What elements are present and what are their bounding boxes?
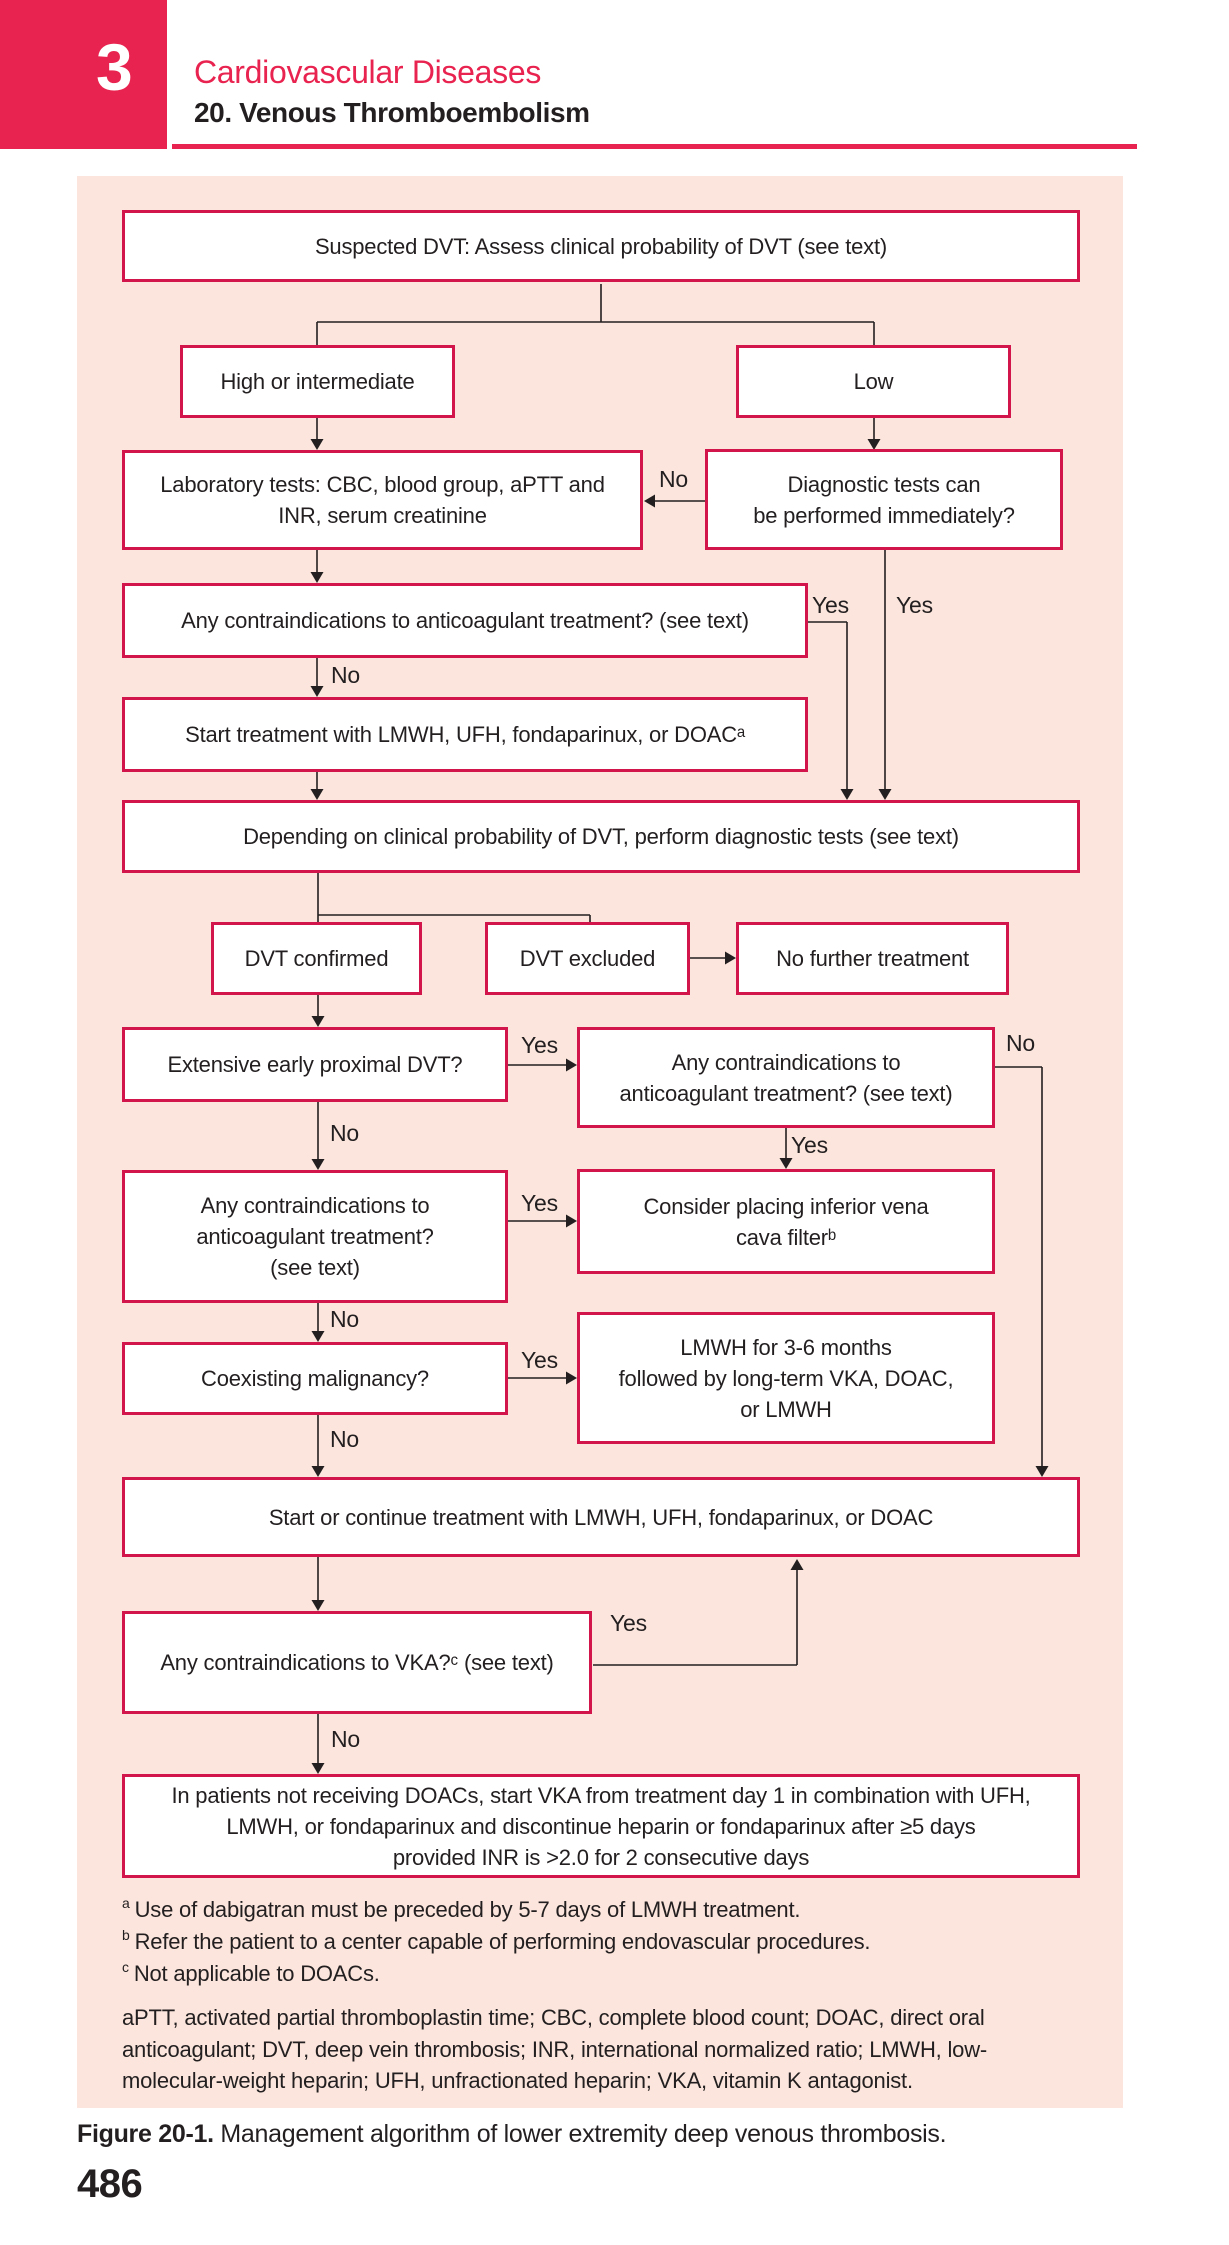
node-contraindications-anticoagulant-1: Any contraindications to anticoagulant t… [122, 583, 808, 658]
caption-text: Management algorithm of lower extremity … [213, 2120, 947, 2148]
edge-label-yes-contra3: Yes [521, 1190, 558, 1216]
edge-label-no-malignancy: No [330, 1426, 360, 1452]
footnote-c-text: Not applicable to DOACs. [133, 1961, 380, 1986]
abbreviation-list: aPTT, activated partial thromboplastin t… [122, 2005, 988, 2093]
edge-label-yes-contra1: Yes [812, 592, 849, 618]
node-start-treatment: Start treatment with LMWH, UFH, fondapar… [122, 697, 808, 772]
node-coexisting-malignancy: Coexisting malignancy? [122, 1342, 508, 1415]
chapter-number: 3 [96, 30, 133, 104]
figure-caption: Figure 20-1. Management algorithm of low… [77, 2120, 947, 2149]
footnote-a-marker: a [122, 1895, 130, 1911]
footnote-b-marker: b [122, 1927, 130, 1943]
node-dvt-excluded: DVT excluded [485, 922, 690, 995]
node-start-vka-final: In patients not receiving DOACs, start V… [122, 1774, 1080, 1878]
edge-label-no-contra3: No [330, 1306, 360, 1332]
header-rule [172, 144, 1137, 149]
page-number: 486 [77, 2162, 143, 2206]
node-extensive-proximal-dvt: Extensive early proximal DVT? [122, 1027, 508, 1102]
chapter-number-badge [0, 0, 167, 149]
edge-label-yes-malignancy: Yes [521, 1347, 558, 1373]
caption-label: Figure 20-1. [77, 2120, 214, 2148]
footnote-a-text: Use of dabigatran must be preceded by 5-… [134, 1897, 801, 1922]
node-dvt-confirmed: DVT confirmed [211, 922, 422, 995]
node-contraindications-anticoagulant-3: Any contraindications to anticoagulant t… [122, 1170, 508, 1303]
node-contraindications-vka: Any contraindications to VKA?ᶜ (see text… [122, 1611, 592, 1714]
node-high-or-intermediate: High or intermediate [180, 345, 455, 418]
edge-label-yes-contra2: Yes [791, 1132, 828, 1158]
chapter-title: 20. Venous Thromboembolism [194, 97, 590, 128]
edge-label-yes-extensive: Yes [521, 1032, 558, 1058]
node-low: Low [736, 345, 1011, 418]
edge-label-no-extensive: No [330, 1120, 360, 1146]
node-suspected-dvt: Suspected DVT: Assess clinical probabili… [122, 210, 1080, 282]
footnote-b-text: Refer the patient to a center capable of… [134, 1929, 871, 1954]
book-section-title: Cardiovascular Diseases [194, 54, 542, 90]
footnote-c-marker: c [122, 1959, 129, 1975]
node-start-or-continue-treatment: Start or continue treatment with LMWH, U… [122, 1477, 1080, 1557]
edge-label-yes-vka: Yes [610, 1610, 647, 1636]
node-perform-diagnostic-tests: Depending on clinical probability of DVT… [122, 800, 1080, 873]
edge-label-no-contra1: No [331, 662, 361, 688]
edge-label-no-contra2: No [1006, 1030, 1036, 1056]
edge-label-yes-diagnostic: Yes [896, 592, 933, 618]
node-contraindications-anticoagulant-2: Any contraindications to anticoagulant t… [577, 1027, 995, 1128]
node-ivc-filter: Consider placing inferior vena cava filt… [577, 1169, 995, 1274]
edge-label-no-vka: No [331, 1726, 361, 1752]
node-no-further-treatment: No further treatment [736, 922, 1009, 995]
node-laboratory-tests: Laboratory tests: CBC, blood group, aPTT… [122, 450, 643, 550]
edge-label-no-diagnostic: No [659, 466, 689, 492]
node-lmwh-3-6-months: LMWH for 3-6 months followed by long-ter… [577, 1312, 995, 1444]
node-diagnostic-tests-immediately: Diagnostic tests can be performed immedi… [705, 449, 1063, 550]
